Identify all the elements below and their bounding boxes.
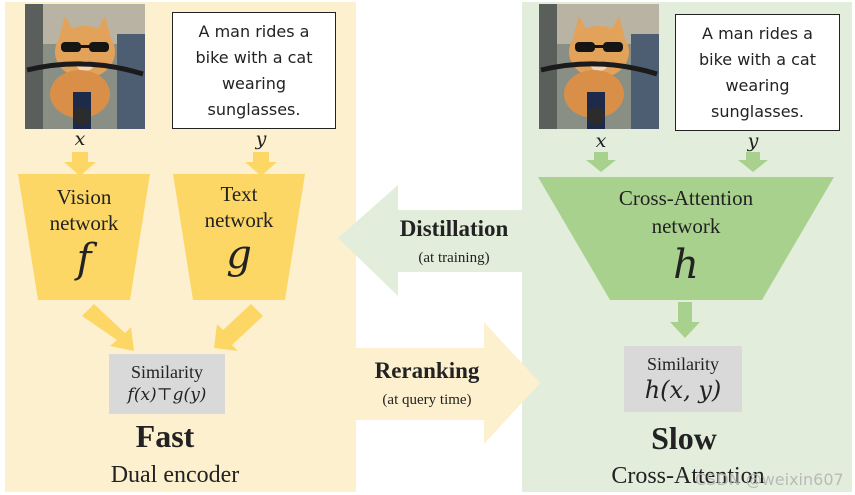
speed-label-fast: Fast: [135, 418, 195, 454]
caption-box-left: A man rides a bike with a cat wearing su…: [172, 12, 336, 129]
cross-label-line: network: [651, 214, 721, 238]
caption-line: bike with a cat: [698, 49, 817, 69]
input-y-label-right: y: [747, 130, 759, 152]
cat-on-bike-image-right: [539, 4, 659, 129]
caption-box-right: A man rides a bike with a cat wearing su…: [675, 14, 840, 131]
similarity-box-left: Similarity f(x)⊤g(y): [109, 354, 225, 414]
text-label-line: Text: [220, 182, 258, 206]
vision-network-symbol: f: [76, 236, 92, 282]
vision-network-label: Vision network: [18, 184, 150, 236]
cat-on-bike-image: [25, 4, 145, 129]
text-label-line: network: [204, 208, 274, 232]
caption-line: sunglasses.: [207, 99, 301, 119]
distillation-label: Distillation: [399, 216, 509, 241]
caption-line: wearing: [221, 73, 287, 93]
similarity-label-right: Similarity: [647, 354, 719, 374]
model-name-dual-encoder: Dual encoder: [110, 462, 240, 488]
text-network-symbol: g: [226, 232, 252, 278]
cross-label-line: Cross-Attention: [618, 186, 754, 210]
caption-line: bike with a cat: [195, 47, 313, 67]
caption-line: A man rides a: [702, 23, 813, 43]
similarity-label: Similarity: [131, 362, 203, 382]
vision-label-line: Vision: [56, 185, 112, 209]
reranking-note: (at query time): [382, 392, 472, 408]
cross-network-label: Cross-Attention network: [578, 184, 794, 240]
caption-line: A man rides a: [198, 21, 310, 41]
similarity-formula: f(x)⊤g(y): [127, 385, 207, 405]
text-network-label: Text network: [173, 181, 305, 233]
caption-line: sunglasses.: [711, 101, 804, 121]
input-y-label: y: [255, 128, 267, 150]
input-x-label: x: [74, 128, 86, 150]
speed-label-slow: Slow: [651, 420, 717, 456]
caption-line: wearing: [725, 75, 790, 95]
watermark-text: CSDN @weixin607: [695, 470, 844, 489]
cross-network-symbol: h: [673, 242, 699, 288]
distillation-note: (at training): [418, 250, 490, 266]
vision-label-line: network: [49, 211, 119, 235]
similarity-box-right: Similarity h(x, y): [624, 346, 742, 412]
reranking-label: Reranking: [374, 358, 480, 383]
similarity-formula-right: h(x, y): [644, 376, 722, 404]
input-x-label-right: x: [595, 130, 607, 152]
model-name-cross-attention: Cross-Attention: [611, 463, 765, 489]
